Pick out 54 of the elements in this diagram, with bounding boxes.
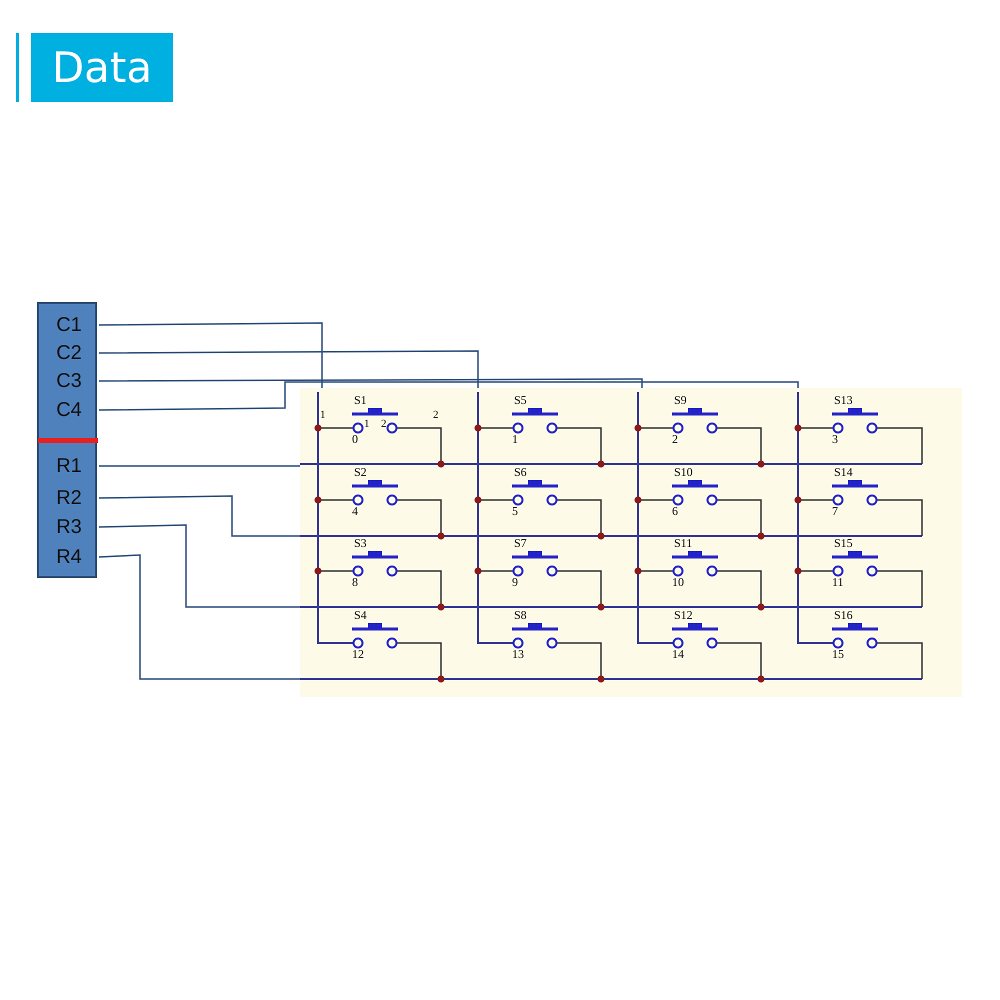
key-number: 11 bbox=[832, 576, 844, 589]
switch-name: S10 bbox=[674, 466, 693, 479]
pin-number: 2 bbox=[381, 418, 386, 431]
key-number: 12 bbox=[352, 648, 364, 661]
switch-name: S2 bbox=[354, 466, 367, 479]
switch-name: S14 bbox=[834, 466, 853, 479]
switch-name: S13 bbox=[834, 394, 853, 407]
key-number: 7 bbox=[832, 505, 838, 518]
pin-label: R1 bbox=[55, 454, 83, 479]
key-number: 10 bbox=[672, 576, 684, 589]
key-number: 8 bbox=[352, 576, 358, 589]
wire bbox=[98, 554, 300, 680]
wire bbox=[98, 524, 300, 608]
switch-name: S12 bbox=[674, 609, 693, 622]
key-number: 14 bbox=[672, 648, 684, 661]
key-number: 4 bbox=[352, 505, 358, 518]
switch-name: S5 bbox=[514, 394, 527, 407]
switch-name: S7 bbox=[514, 537, 527, 550]
wire bbox=[99, 322, 323, 388]
pin-label: R4 bbox=[55, 545, 83, 570]
key-number: 0 bbox=[352, 433, 358, 446]
pin-label: R2 bbox=[55, 486, 83, 511]
switch-name: S11 bbox=[674, 537, 692, 550]
pin-label: C1 bbox=[55, 313, 83, 338]
pin-label: C4 bbox=[55, 398, 83, 423]
switch-name: S15 bbox=[834, 537, 853, 550]
pin-number: 1 bbox=[364, 418, 370, 431]
switch-name: S6 bbox=[514, 466, 527, 479]
wire bbox=[99, 381, 799, 411]
key-number: 1 bbox=[512, 433, 518, 446]
key-number: 6 bbox=[672, 505, 678, 518]
wire bbox=[99, 350, 479, 388]
pin-label: C2 bbox=[55, 341, 83, 366]
wire bbox=[99, 465, 300, 467]
key-number: 5 bbox=[512, 505, 518, 518]
key-number: 2 bbox=[672, 433, 678, 446]
switch-name: S16 bbox=[834, 609, 853, 622]
key-number: 3 bbox=[832, 433, 838, 446]
key-number: 15 bbox=[832, 648, 844, 661]
wire bbox=[98, 495, 300, 537]
pin-label: C3 bbox=[55, 369, 83, 394]
pin-number: 1 bbox=[320, 409, 326, 422]
switch-name: S8 bbox=[514, 609, 527, 622]
key-number: 13 bbox=[512, 648, 524, 661]
pin-label: R3 bbox=[55, 515, 83, 540]
switch-name: S3 bbox=[354, 537, 367, 550]
switch-name: S9 bbox=[674, 394, 687, 407]
connector-block bbox=[37, 302, 97, 578]
wire bbox=[99, 378, 643, 388]
switch-name: S1 bbox=[354, 394, 367, 407]
key-number: 9 bbox=[512, 576, 518, 589]
pin-number: 2 bbox=[433, 409, 438, 422]
title: Data bbox=[31, 33, 173, 102]
switch-name: S4 bbox=[354, 609, 367, 622]
